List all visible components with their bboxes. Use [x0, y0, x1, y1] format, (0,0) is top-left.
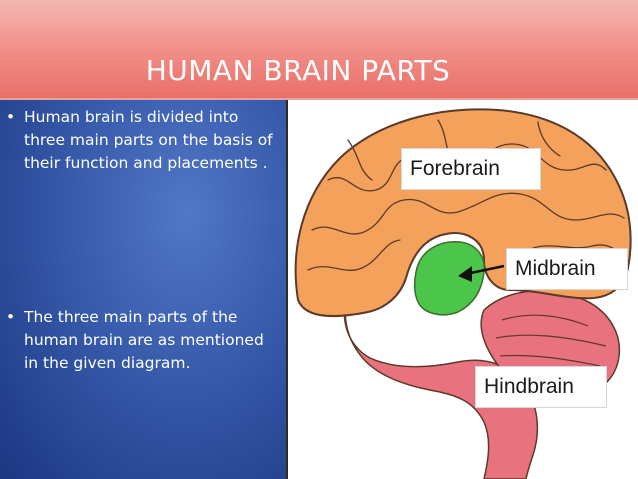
forebrain-label: Forebrain	[401, 148, 541, 190]
midbrain-label: Midbrain	[506, 248, 628, 290]
hindbrain-label: Hindbrain	[475, 366, 607, 408]
bullet-glyph: •	[6, 308, 16, 326]
bullet-point-2: • The three main parts of the human brai…	[6, 306, 278, 375]
bullet-text: Human brain is divided into three main p…	[24, 108, 273, 172]
bullet-glyph: •	[6, 108, 16, 126]
text-panel	[0, 100, 286, 479]
midbrain-arrow-head	[458, 266, 472, 282]
slide-header: HUMAN BRAIN PARTS	[0, 0, 638, 100]
brain-diagram-panel: Forebrain Midbrain Hindbrain	[286, 100, 638, 479]
bullet-point-1: • Human brain is divided into three main…	[6, 106, 278, 175]
bullet-text: The three main parts of the human brain …	[24, 308, 264, 372]
cerebellum-folds	[495, 314, 607, 385]
midbrain-region	[413, 241, 485, 316]
midbrain-arrow-line	[465, 264, 505, 276]
hindbrain-region	[343, 289, 539, 479]
slide-title: HUMAN BRAIN PARTS	[145, 54, 451, 87]
